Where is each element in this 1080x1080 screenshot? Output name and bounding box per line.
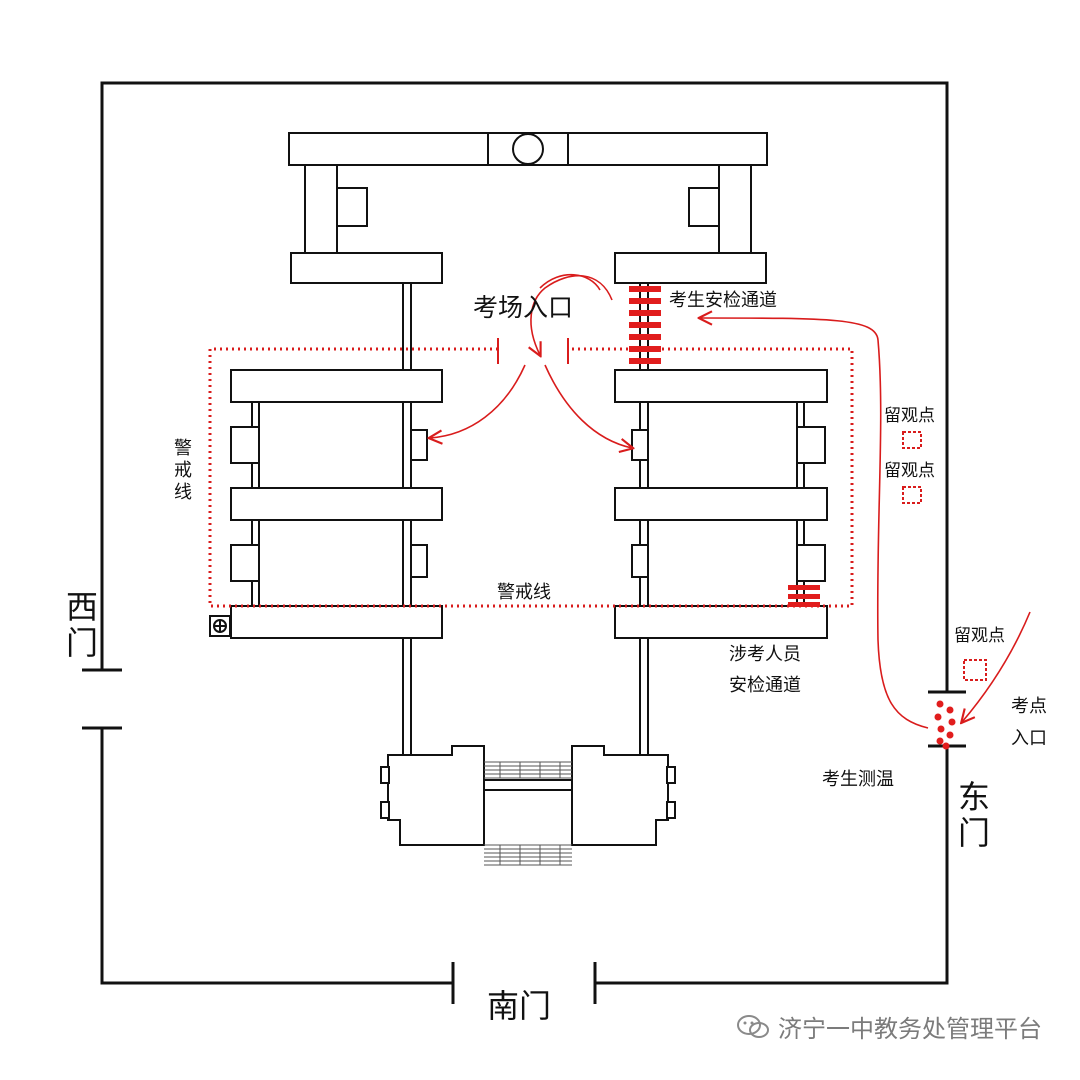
wechat-icon xyxy=(737,1014,769,1038)
student-security-channel-marker xyxy=(629,286,661,364)
student-security-channel-label: 考生安检通道 xyxy=(669,290,777,311)
cordon-line xyxy=(208,347,854,608)
exam-entrance-gate xyxy=(497,338,569,364)
south-gate-marks xyxy=(451,962,597,1004)
east-gate-label: 东门 xyxy=(953,780,991,852)
watermark-text: 济宁一中教务处管理平台 xyxy=(778,1015,1042,1043)
temperature-check-dots xyxy=(934,700,956,750)
staff-security-channel-label-line1: 涉考人员 xyxy=(729,644,801,665)
south-building xyxy=(380,745,676,846)
right-teaching-building xyxy=(614,369,828,639)
west-gate-marks xyxy=(82,668,122,730)
cordon-left-label: 警戒线 xyxy=(171,438,192,504)
temperature-check-label: 考生测温 xyxy=(822,769,894,790)
south-gate-label: 南门 xyxy=(487,987,552,1025)
staff-security-channel-marker xyxy=(788,585,820,607)
campus-wall xyxy=(100,81,949,985)
exam-site-entrance-label-line1: 考点 xyxy=(1011,696,1047,717)
observation-point-boxes xyxy=(902,431,987,681)
watermark: 济宁一中教务处管理平台 xyxy=(736,1009,1042,1044)
left-teaching-building xyxy=(209,369,443,639)
north-building xyxy=(288,132,768,284)
observation-point-label-3: 留观点 xyxy=(954,626,1005,646)
route-arrows xyxy=(430,273,1031,729)
exam-entrance-label: 考场入口 xyxy=(473,293,574,322)
staff-security-channel-label-line2: 安检通道 xyxy=(729,675,801,696)
cordon-bottom-label: 警戒线 xyxy=(497,582,551,603)
stairs xyxy=(484,761,572,866)
east-gate-marks xyxy=(928,690,966,748)
west-gate-label: 西门 xyxy=(61,590,99,662)
exam-site-entrance-label-line2: 入口 xyxy=(1011,728,1047,749)
observation-point-label-2: 留观点 xyxy=(884,461,935,481)
observation-point-label-1: 留观点 xyxy=(884,406,935,426)
